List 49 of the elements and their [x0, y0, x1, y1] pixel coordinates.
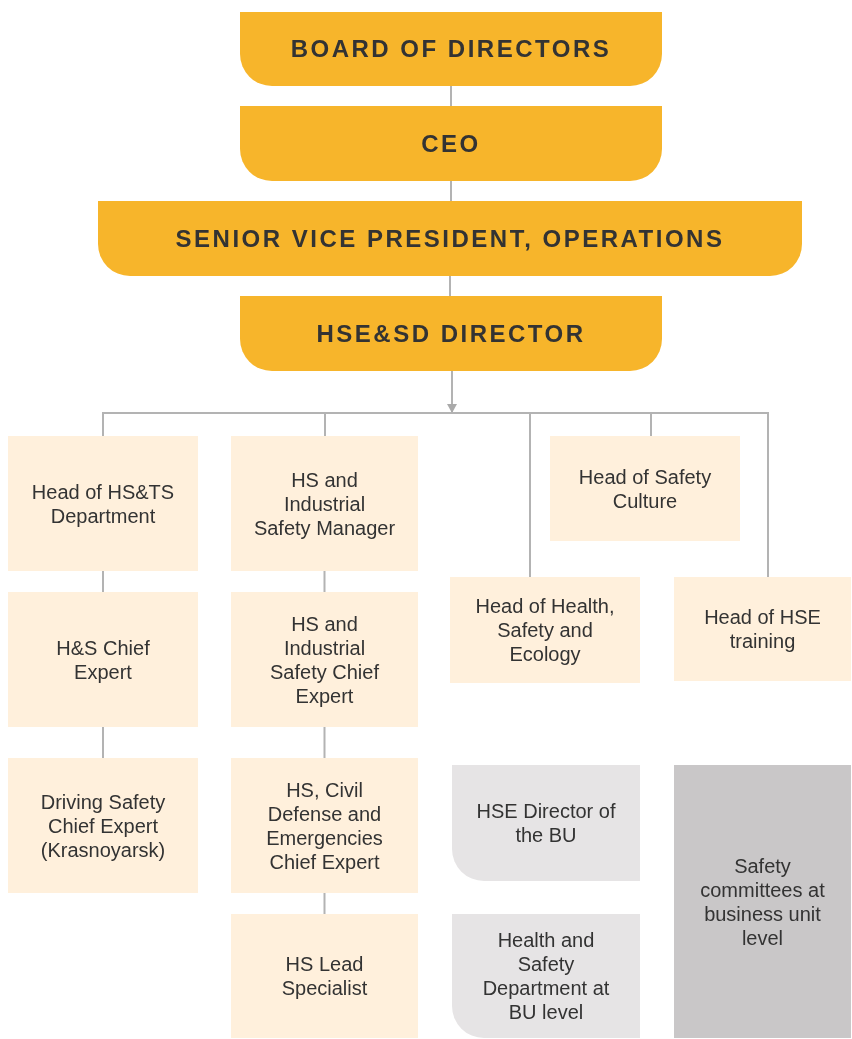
position-title: HS and Industrial Safety Manager — [253, 467, 396, 540]
position-box — [8, 758, 198, 893]
committee-box — [674, 765, 851, 1038]
position-box — [231, 914, 418, 1038]
connector-line — [529, 413, 531, 578]
position-title: HS and Industrial Safety Chief Expert — [269, 611, 380, 708]
connector-line — [767, 413, 769, 578]
level-box — [98, 201, 802, 276]
level-box — [240, 106, 662, 181]
level-title: HSE&SD DIRECTOR — [316, 319, 586, 348]
position-box — [231, 436, 418, 571]
unit-box — [452, 765, 640, 881]
level-title: SENIOR VICE PRESIDENT, OPERATIONS — [175, 224, 725, 253]
connector-line — [450, 180, 452, 202]
position-title: Safety committees at business unit level — [699, 853, 826, 950]
position-title: H&S Chief Expert — [55, 635, 151, 684]
bus-line — [102, 412, 769, 414]
position-title: HS, Civil Defense and Emergencies Chief Expert — [265, 777, 384, 874]
connector-line — [449, 275, 451, 297]
connector-line — [323, 570, 326, 593]
connector-line — [102, 570, 104, 593]
position-box — [231, 758, 418, 893]
connector-line — [323, 892, 326, 915]
connector-line — [102, 726, 104, 759]
position-title: Health and Safety Department at BU level — [481, 928, 611, 1024]
connector-line — [323, 726, 326, 759]
level-title: BOARD OF DIRECTORS — [290, 35, 612, 63]
position-title: HS Lead Specialist — [280, 952, 369, 1000]
position-title: Driving Safety Chief Expert (Krasnoyarsk) — [39, 789, 167, 862]
arrow — [447, 370, 457, 413]
connector-line — [324, 413, 326, 437]
position-title: HSE Director of the BU — [475, 799, 617, 847]
position-title: Head of Health, Safety and Ecology — [474, 594, 616, 666]
level-title: CEO — [421, 129, 481, 158]
connector-line — [650, 413, 652, 437]
connector-line — [450, 85, 452, 107]
position-box — [231, 592, 418, 727]
position-title: Head of HSE training — [703, 605, 822, 653]
level-box — [240, 296, 662, 371]
unit-box — [452, 914, 640, 1038]
position-box — [8, 592, 198, 727]
position-title: Head of HS&TS Department — [30, 479, 176, 528]
connector-line — [102, 413, 104, 437]
position-box — [550, 436, 740, 541]
level-box — [240, 12, 662, 86]
position-box — [8, 436, 198, 571]
position-box — [450, 577, 640, 683]
position-title: Head of Safety Culture — [577, 464, 713, 513]
position-box — [674, 577, 851, 681]
